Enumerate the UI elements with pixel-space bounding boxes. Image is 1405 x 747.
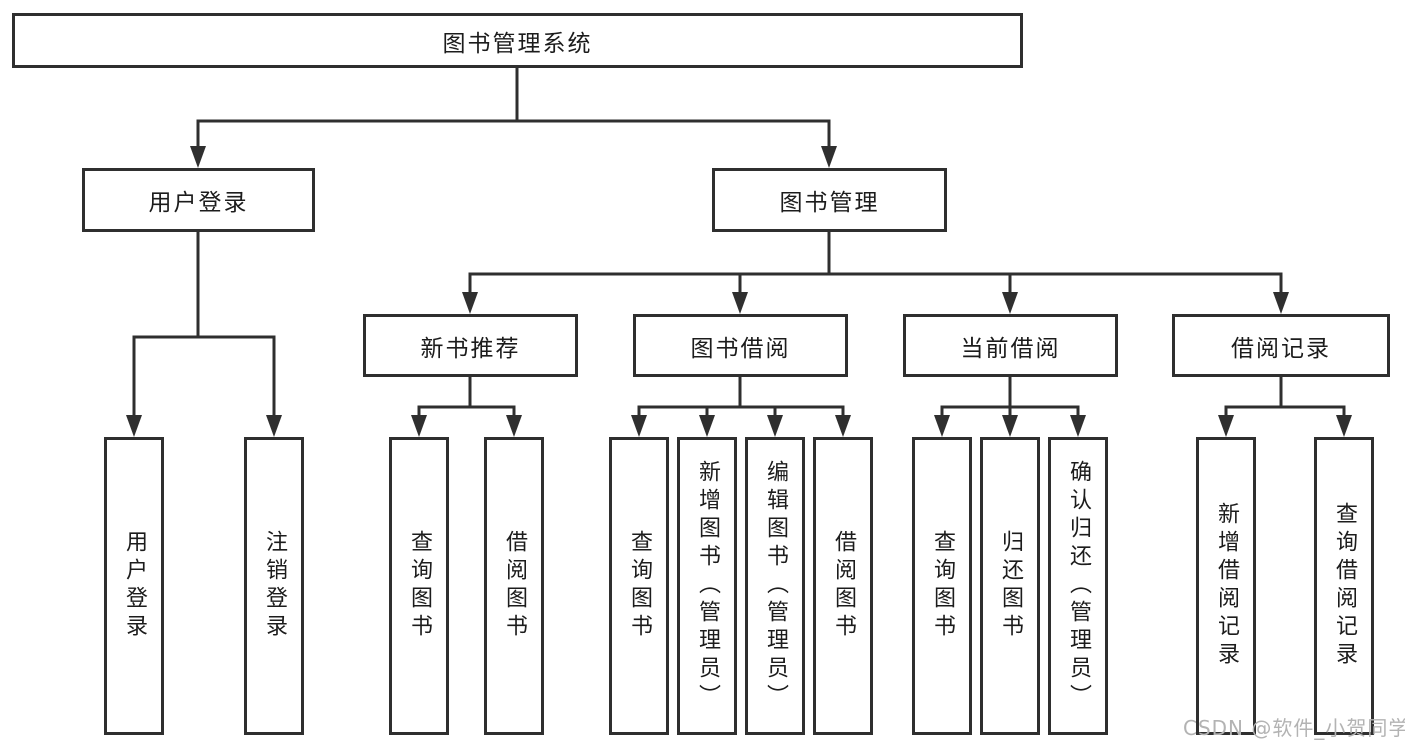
node-query-books-current: 查询图书 bbox=[912, 437, 972, 735]
node-label: 归还图书 bbox=[998, 530, 1023, 642]
node-label: 图书借阅 bbox=[690, 335, 791, 362]
node-borrow-books-recommend: 借阅图书 bbox=[484, 437, 544, 735]
node-label: 图书管理系统 bbox=[442, 30, 593, 57]
node-label: 借阅记录 bbox=[1231, 335, 1331, 362]
node-label: 确认归还（管理员） bbox=[1066, 460, 1091, 712]
node-current-borrowing: 当前借阅 bbox=[903, 314, 1118, 377]
node-borrow-books: 借阅图书 bbox=[813, 437, 873, 735]
node-label: 图书管理 bbox=[779, 190, 880, 216]
node-label: 编辑图书（管理员） bbox=[763, 460, 788, 712]
node-label: 新增借阅记录 bbox=[1214, 502, 1239, 670]
node-add-borrow-record: 新增借阅记录 bbox=[1196, 437, 1256, 735]
node-confirm-return-admin: 确认归还（管理员） bbox=[1048, 437, 1108, 735]
watermark: CSDN @软件_小贺同学 bbox=[1183, 716, 1405, 740]
node-label: 借阅图书 bbox=[502, 530, 527, 642]
node-label: 新书推荐 bbox=[420, 335, 521, 362]
node-user-login: 用户登录 bbox=[82, 168, 315, 232]
node-query-borrow-record: 查询借阅记录 bbox=[1314, 437, 1374, 735]
node-label: 用户登录 bbox=[122, 530, 147, 642]
node-user-login-leaf: 用户登录 bbox=[104, 437, 164, 735]
node-label: 用户登录 bbox=[148, 190, 249, 216]
node-borrowing-records: 借阅记录 bbox=[1172, 314, 1390, 377]
node-label: 查询图书 bbox=[627, 530, 652, 642]
node-label: 查询图书 bbox=[930, 530, 955, 642]
node-logout-leaf: 注销登录 bbox=[244, 437, 304, 735]
node-label: 注销登录 bbox=[262, 530, 287, 642]
node-library-management-system: 图书管理系统 bbox=[12, 13, 1023, 68]
node-edit-books-admin: 编辑图书（管理员） bbox=[745, 437, 805, 735]
node-label: 当前借阅 bbox=[960, 335, 1061, 362]
node-label: 新增图书（管理员） bbox=[695, 460, 720, 712]
node-query-books-borrowing: 查询图书 bbox=[609, 437, 669, 735]
node-query-books-recommend: 查询图书 bbox=[389, 437, 449, 735]
node-add-books-admin: 新增图书（管理员） bbox=[677, 437, 737, 735]
node-book-management: 图书管理 bbox=[712, 168, 947, 232]
node-label: 查询图书 bbox=[407, 530, 432, 642]
node-label: 查询借阅记录 bbox=[1332, 502, 1357, 670]
node-label: 借阅图书 bbox=[831, 530, 856, 642]
node-book-borrowing: 图书借阅 bbox=[633, 314, 848, 377]
node-return-books: 归还图书 bbox=[980, 437, 1040, 735]
node-new-book-recommend: 新书推荐 bbox=[363, 314, 578, 377]
